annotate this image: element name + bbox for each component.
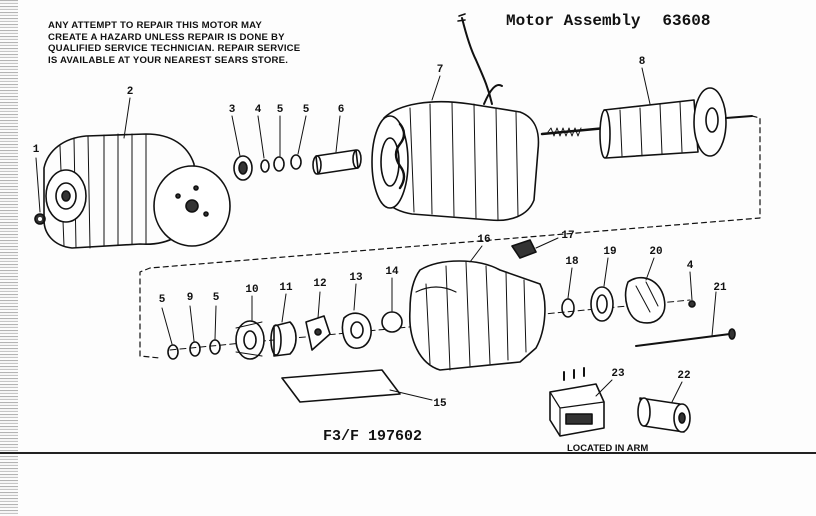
callout-13: 13 [349,272,363,284]
callout-3: 3 [228,104,236,116]
figure-id: F3/F 197602 [323,428,423,445]
cap-part-11 [270,321,297,357]
callout-22: 22 [677,370,691,382]
callout-18: 18 [565,256,579,268]
bolt-part-21 [635,328,736,347]
title-text: Motor Assembly [506,12,641,30]
end-bell-housing [43,133,231,249]
washer-part-5d [209,339,221,355]
washer-part-5b [290,154,302,170]
washer-part-9 [189,341,201,357]
callout-10: 10 [245,284,259,296]
warning-line: IS AVAILABLE AT YOUR NEAREST SEARS STORE… [48,54,289,66]
switch-part-23 [549,367,605,437]
leader-lines [35,67,717,403]
callout-19: 19 [603,246,617,258]
ball-part-14 [381,311,403,333]
warning-text: ANY ATTEMPT TO REPAIR THIS MOTOR MAY CRE… [48,20,388,66]
washer-part-5c [167,344,179,360]
callout-5: 5 [212,292,220,304]
washer-part-4a [260,159,270,173]
brush-part-17 [511,239,537,259]
callout-6: 6 [337,104,345,116]
callout-20: 20 [649,246,663,258]
end-cap-part-20 [624,276,666,324]
callout-7: 7 [436,64,444,76]
bearing-part-10 [235,320,265,360]
callout-16: 16 [477,234,491,246]
armature-part-8 [540,87,753,159]
callout-5: 5 [276,104,284,116]
screw-part [34,213,46,225]
stator-field-part-7 [371,84,540,222]
washer-part-18 [561,298,575,318]
callout-5: 5 [302,104,310,116]
callout-8: 8 [638,56,646,68]
warning-line: ANY ATTEMPT TO REPAIR THIS MOTOR MAY [48,20,263,31]
nut-part-4b [688,300,696,308]
frame-bottom-line [0,452,816,454]
location-note: LOCATED IN ARM [567,443,649,454]
assembly-number: 63608 [662,12,711,30]
warning-line: QUALIFIED SERVICE TECHNICIAN. REPAIR SER… [48,43,301,55]
callout-15: 15 [433,398,447,410]
fan-part-19 [590,286,614,322]
cord-tip [457,13,466,22]
callout-14: 14 [385,266,399,278]
callout-5: 5 [158,294,166,306]
callout-12: 12 [313,278,327,290]
cam-part-13 [341,312,372,349]
power-cord [461,17,493,105]
callout-11: 11 [279,282,293,294]
callout-9: 9 [186,292,194,304]
sleeve-part-6 [312,149,362,175]
callout-4: 4 [686,260,694,272]
washer-part-5a [273,156,285,172]
callout-1: 1 [32,144,40,156]
callout-23: 23 [611,368,625,380]
warning-line: CREATE A HAZARD UNLESS REPAIR IS DONE BY [48,31,285,43]
scan-edge [0,0,18,516]
capacitor-part-22 [637,397,691,433]
clip-part-12 [305,315,331,351]
insulator-plate-part-15 [281,369,401,403]
callout-17: 17 [561,230,575,242]
diagram-title: Motor Assembly 63608 [506,12,710,30]
motor-housing-part-16 [409,260,546,371]
callout-21: 21 [713,282,727,294]
callout-2: 2 [126,86,134,98]
bearing-part-3 [233,155,253,181]
callout-4: 4 [254,104,262,116]
alignment-path [139,115,761,359]
